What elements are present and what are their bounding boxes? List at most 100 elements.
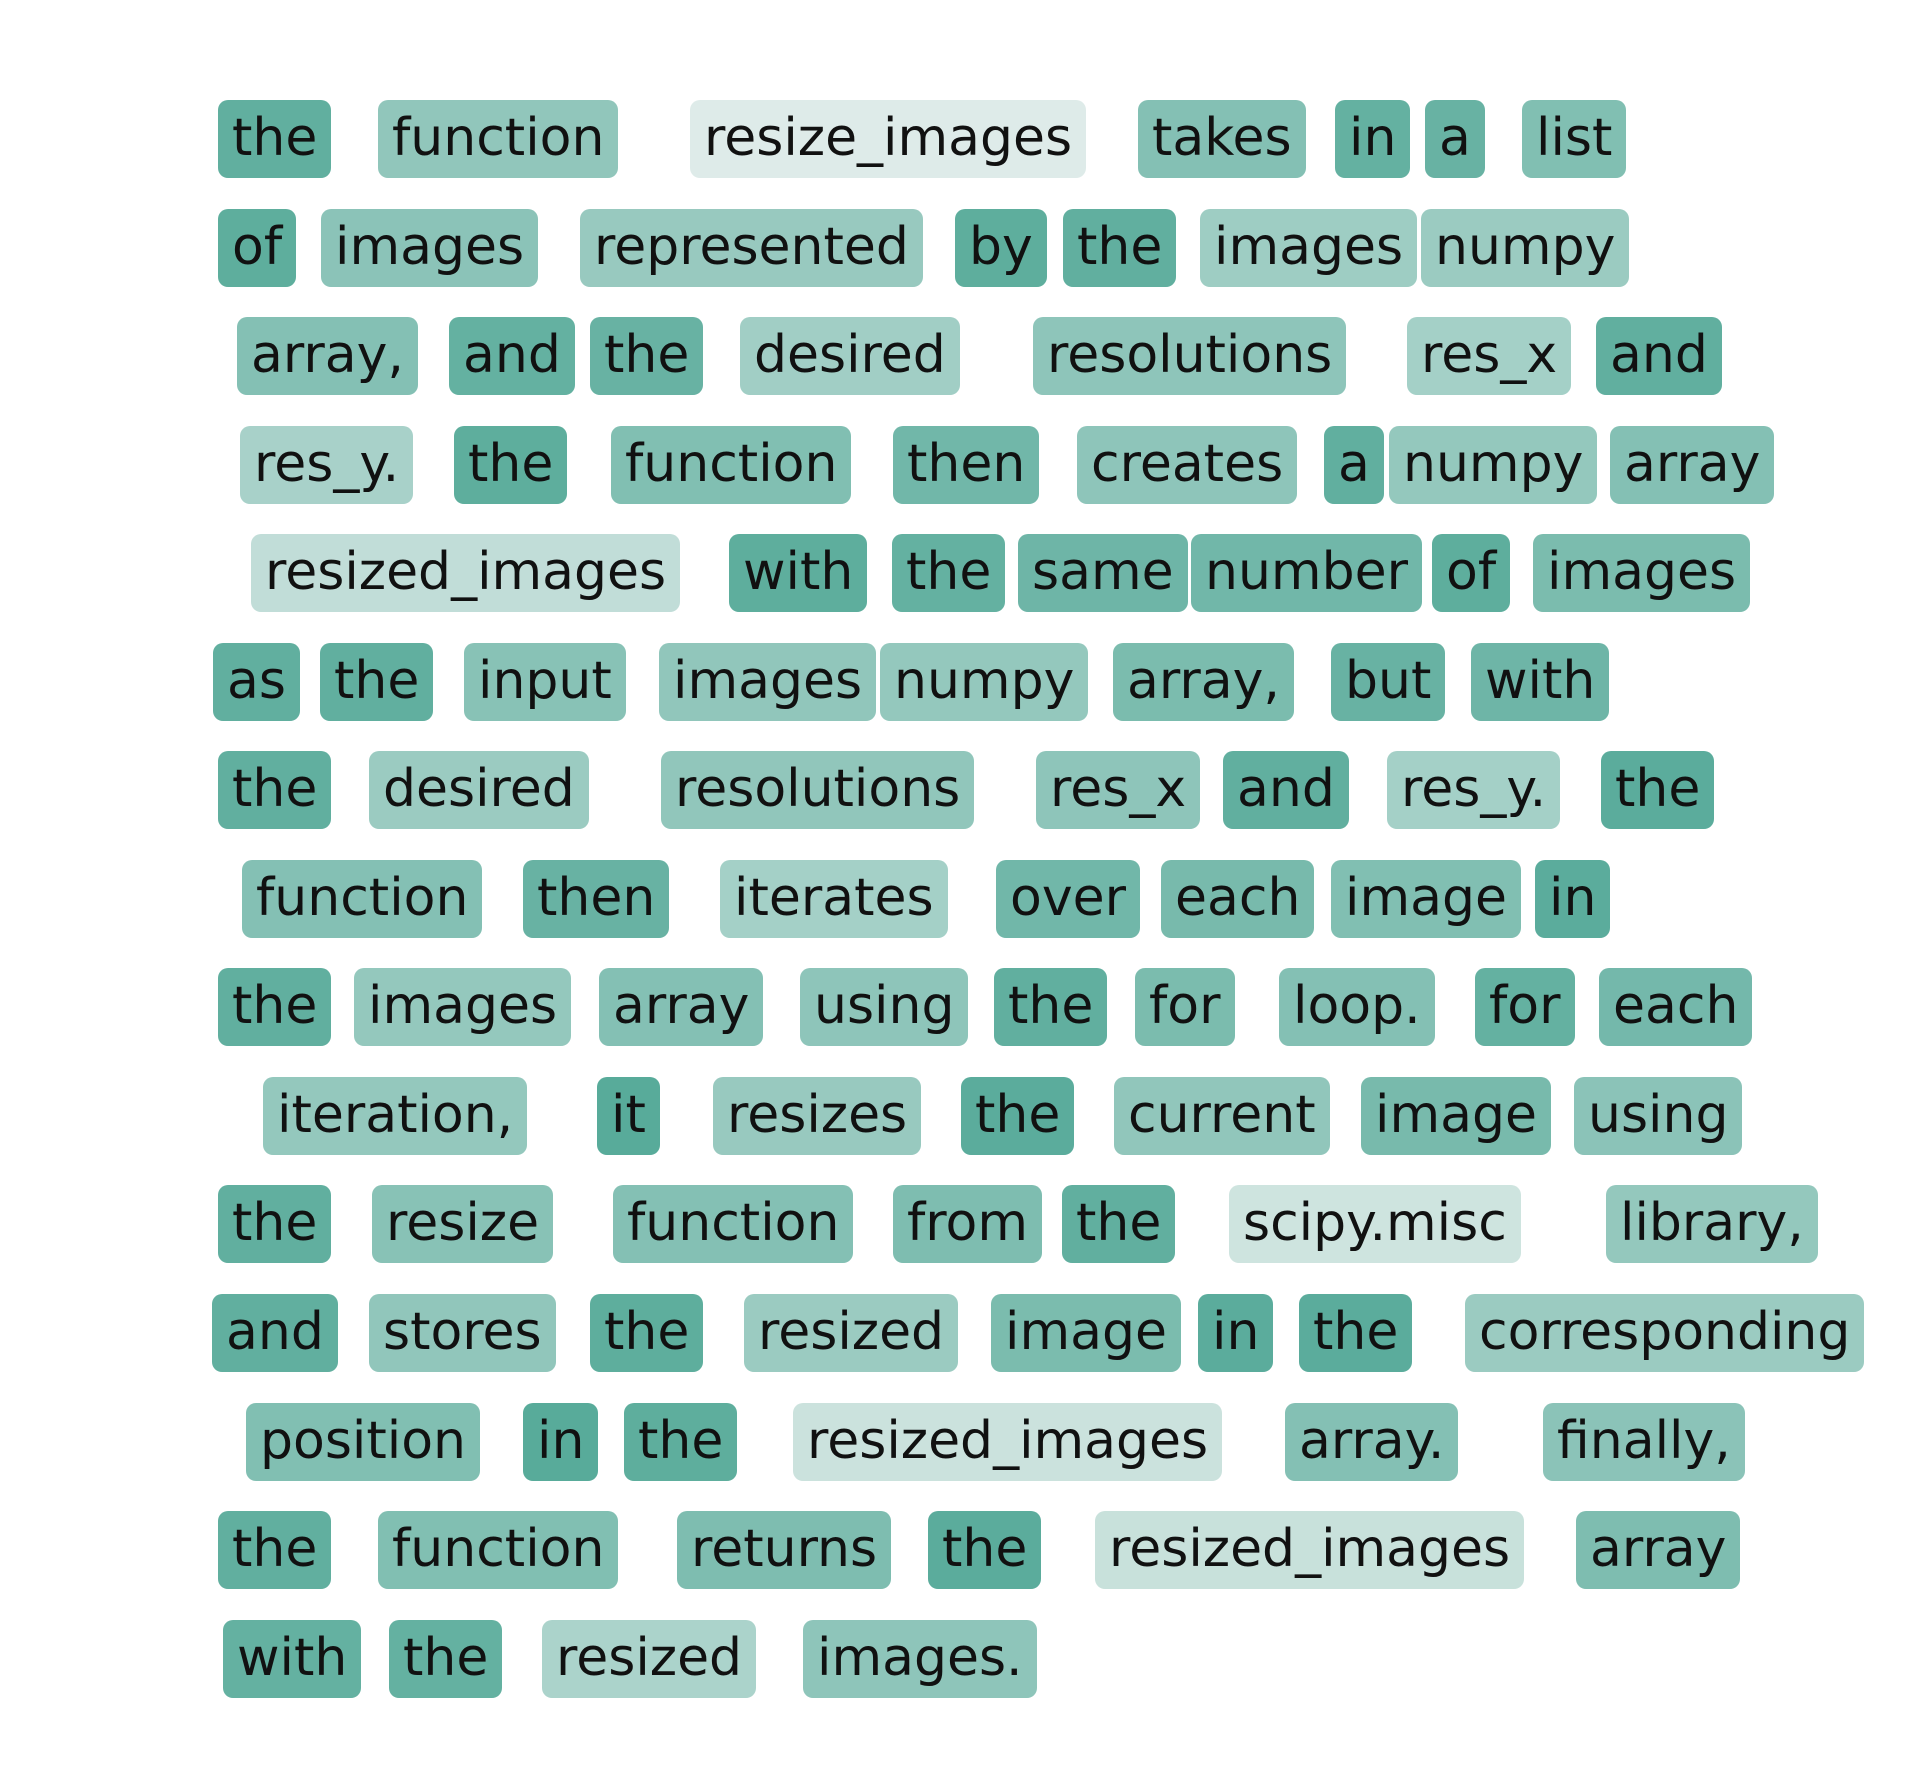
token-chip: but (1331, 643, 1446, 721)
token-chip: scipy.misc (1229, 1185, 1521, 1263)
token-chip: desired (740, 317, 960, 395)
token-chip: res_y. (1387, 751, 1561, 829)
token-chip: the (1601, 751, 1715, 829)
token-chip: images (659, 643, 877, 721)
token-chip: res_y. (240, 426, 414, 504)
token-chip: for (1475, 968, 1575, 1046)
token-chip: loop. (1279, 968, 1435, 1046)
token-chip: iteration, (263, 1077, 528, 1155)
token-chip: the (624, 1403, 738, 1481)
token-chip: resize (372, 1185, 554, 1263)
token-chip: finally, (1543, 1403, 1745, 1481)
token-chip: creates (1077, 426, 1298, 504)
token-chip: array (1576, 1511, 1741, 1589)
token-chip: resized_images (1095, 1511, 1525, 1589)
token-chip: of (1432, 534, 1511, 612)
token-chip: in (1198, 1294, 1274, 1372)
token-chip: function (242, 860, 483, 938)
token-chip: images. (803, 1620, 1037, 1698)
token-chip: the (1299, 1294, 1413, 1372)
token-chip: the (218, 751, 332, 829)
token-chip: the (961, 1077, 1075, 1155)
token-chip: the (218, 1511, 332, 1589)
token-chip: numpy (880, 643, 1089, 721)
token-chip: resolutions (661, 751, 975, 829)
token-chip: the (928, 1511, 1042, 1589)
token-chip: resizes (713, 1077, 922, 1155)
token-chip: image (991, 1294, 1181, 1372)
token-chip: resize_images (690, 100, 1087, 178)
token-chip: in (1535, 860, 1611, 938)
token-chip: and (212, 1294, 338, 1372)
token-chip: the (218, 1185, 332, 1263)
token-chip: desired (369, 751, 589, 829)
token-chip: current (1114, 1077, 1330, 1155)
token-chip: over (996, 860, 1140, 938)
token-chip: array, (237, 317, 418, 395)
token-chip: array (1610, 426, 1775, 504)
token-chip: images (321, 209, 539, 287)
token-chip: a (1425, 100, 1485, 178)
token-chip: image (1331, 860, 1521, 938)
token-chip: res_x (1407, 317, 1572, 395)
token-chip: the (454, 426, 568, 504)
token-chip: with (1471, 643, 1610, 721)
token-chip: array. (1285, 1403, 1459, 1481)
token-chip: resized_images (251, 534, 681, 612)
token-chip: for (1135, 968, 1235, 1046)
token-chip: function (378, 100, 619, 178)
token-chip: library, (1606, 1185, 1818, 1263)
token-chip: res_x (1036, 751, 1201, 829)
token-chip: the (590, 317, 704, 395)
token-chip: input (464, 643, 626, 721)
token-chip: function (378, 1511, 619, 1589)
token-chip: list (1522, 100, 1627, 178)
token-chip: with (729, 534, 868, 612)
token-chip: images (354, 968, 572, 1046)
token-chip: images (1200, 209, 1418, 287)
token-chip: represented (580, 209, 923, 287)
token-chip: takes (1138, 100, 1306, 178)
token-chip: images (1533, 534, 1751, 612)
token-chip: in (523, 1403, 599, 1481)
token-chip: the (218, 968, 332, 1046)
token-chip: corresponding (1465, 1294, 1865, 1372)
token-chip: function (611, 426, 852, 504)
token-chip: resized (744, 1294, 959, 1372)
token-chip: each (1161, 860, 1315, 938)
token-chip: returns (677, 1511, 892, 1589)
token-chip: the (1062, 1185, 1176, 1263)
token-chip: and (449, 317, 575, 395)
token-chip: as (213, 643, 300, 721)
token-chip: each (1599, 968, 1753, 1046)
token-chip: same (1018, 534, 1188, 612)
token-chip: position (246, 1403, 480, 1481)
token-chip: a (1324, 426, 1384, 504)
token-chip: using (1574, 1077, 1743, 1155)
token-chip: and (1223, 751, 1349, 829)
token-chip: iterates (720, 860, 948, 938)
token-chip: the (892, 534, 1006, 612)
token-chip: numpy (1421, 209, 1630, 287)
token-chip: the (218, 100, 332, 178)
token-chip: from (893, 1185, 1043, 1263)
token-chip: function (613, 1185, 854, 1263)
token-chip: the (1063, 209, 1177, 287)
token-chip: stores (369, 1294, 556, 1372)
token-chip: array (599, 968, 764, 1046)
token-chip: image (1361, 1077, 1551, 1155)
token-chip: and (1596, 317, 1722, 395)
token-chip: the (590, 1294, 704, 1372)
token-chip: it (597, 1077, 660, 1155)
token-chip: in (1335, 100, 1411, 178)
token-chip: resized (542, 1620, 757, 1698)
token-chip: of (218, 209, 297, 287)
token-chip: the (994, 968, 1108, 1046)
token-chip: array, (1113, 643, 1294, 721)
token-chip: the (320, 643, 434, 721)
token-chip: by (955, 209, 1047, 287)
token-chip: the (389, 1620, 503, 1698)
token-chip: resized_images (793, 1403, 1223, 1481)
token-chip: then (893, 426, 1040, 504)
